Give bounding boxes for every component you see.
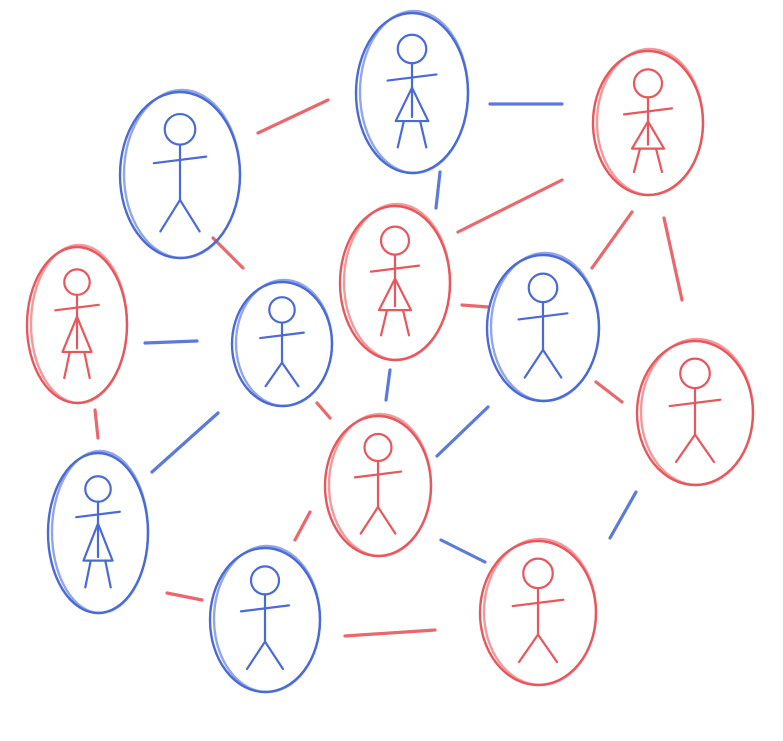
person-node-n5 xyxy=(230,278,334,408)
person-node-n11 xyxy=(208,544,322,694)
male-stick-figure-icon xyxy=(668,357,722,464)
edge-n5-n10 xyxy=(150,411,220,474)
female-stick-figure-icon xyxy=(386,33,438,149)
edge-n1-n5 xyxy=(211,236,245,270)
edge-n3-n7 xyxy=(590,210,634,270)
edge-n4-n5 xyxy=(143,339,199,345)
male-stick-figure-icon xyxy=(353,432,403,535)
node-bubble-sketch-stroke xyxy=(482,537,598,687)
edge-n9-n12 xyxy=(439,538,487,564)
edge-n9-n11 xyxy=(293,510,312,542)
edge-n7-n8 xyxy=(594,380,624,404)
edge-n4-n10 xyxy=(93,408,100,440)
edge-n8-n12 xyxy=(608,490,638,540)
male-stick-figure-icon xyxy=(511,557,565,664)
node-bubble-sketch-stroke xyxy=(358,9,470,175)
person-node-n9 xyxy=(323,412,433,558)
node-bubble-sketch-stroke xyxy=(327,412,433,558)
male-stick-figure-icon xyxy=(517,272,569,379)
edge-n2-n6 xyxy=(434,170,442,210)
person-node-n2 xyxy=(354,9,470,175)
female-stick-figure-icon xyxy=(75,475,121,589)
person-node-n4 xyxy=(25,243,129,405)
node-bubble-sketch-stroke xyxy=(212,544,322,694)
edge-n5-n9 xyxy=(315,401,332,420)
nodes-layer xyxy=(25,9,755,694)
female-stick-figure-icon xyxy=(622,68,674,174)
male-stick-figure-icon xyxy=(239,565,291,671)
person-node-n6 xyxy=(338,202,452,362)
edge-n1-n2 xyxy=(256,98,330,135)
edge-n11-n12 xyxy=(343,628,437,638)
person-node-n1 xyxy=(118,88,242,260)
node-bubble-sketch-stroke xyxy=(122,88,242,260)
person-node-n3 xyxy=(591,47,705,197)
edges-layer xyxy=(93,98,684,638)
node-bubble-sketch-stroke xyxy=(234,278,334,408)
node-bubble-sketch-stroke xyxy=(342,202,452,362)
edge-n3-n6 xyxy=(456,178,564,234)
male-stick-figure-icon xyxy=(259,296,305,388)
male-stick-figure-icon xyxy=(152,112,208,233)
node-bubble-sketch-stroke xyxy=(29,243,129,405)
node-bubble-sketch-stroke xyxy=(639,337,755,487)
edge-n7-n9 xyxy=(435,405,490,458)
edge-n6-n7 xyxy=(460,303,490,309)
person-node-n8 xyxy=(635,337,755,487)
node-bubble-sketch-stroke xyxy=(595,47,705,197)
female-stick-figure-icon xyxy=(54,268,100,380)
edge-n6-n9 xyxy=(384,368,392,402)
female-stick-figure-icon xyxy=(369,225,421,337)
edge-n3-n8 xyxy=(662,216,684,302)
edge-n10-n11 xyxy=(165,591,204,602)
node-bubble-sketch-stroke xyxy=(50,449,150,615)
person-node-n10 xyxy=(46,449,150,615)
node-bubble-sketch-stroke xyxy=(489,251,601,403)
person-node-n12 xyxy=(478,537,598,687)
person-node-n7 xyxy=(485,251,601,403)
